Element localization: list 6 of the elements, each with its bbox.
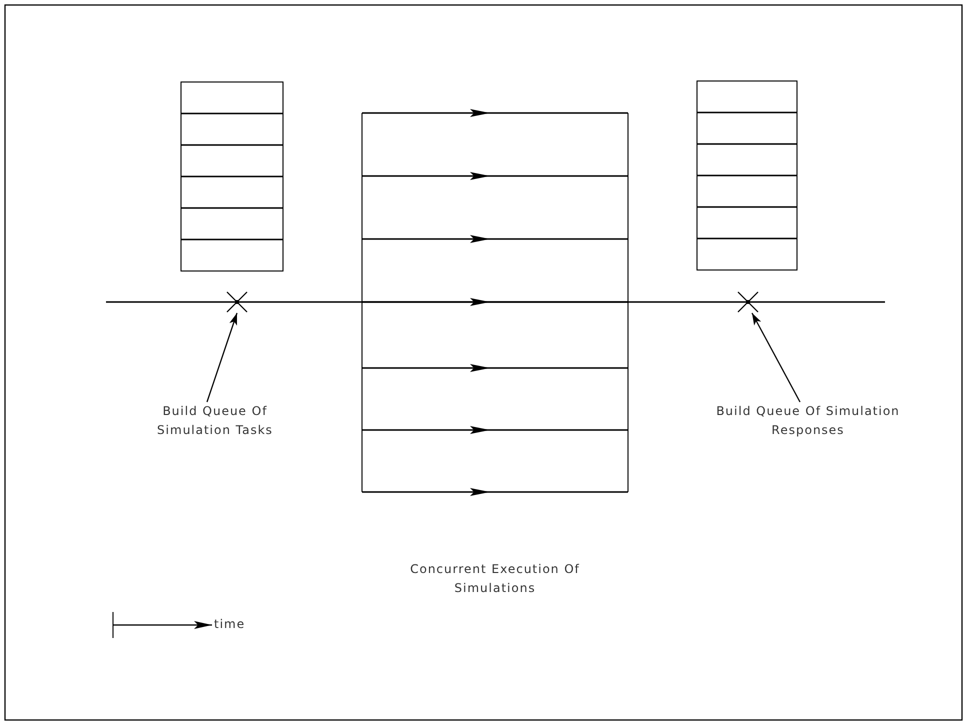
caption-text: Concurrent Execution Of Simulations: [409, 561, 581, 597]
caption-text: Build Queue Of Simulation Tasks: [156, 403, 274, 439]
leader-line: [206, 312, 238, 402]
caption-text: Build Queue Of Simulation Responses: [715, 403, 901, 439]
leader-line: [751, 312, 801, 402]
axis-label: time: [214, 616, 246, 633]
